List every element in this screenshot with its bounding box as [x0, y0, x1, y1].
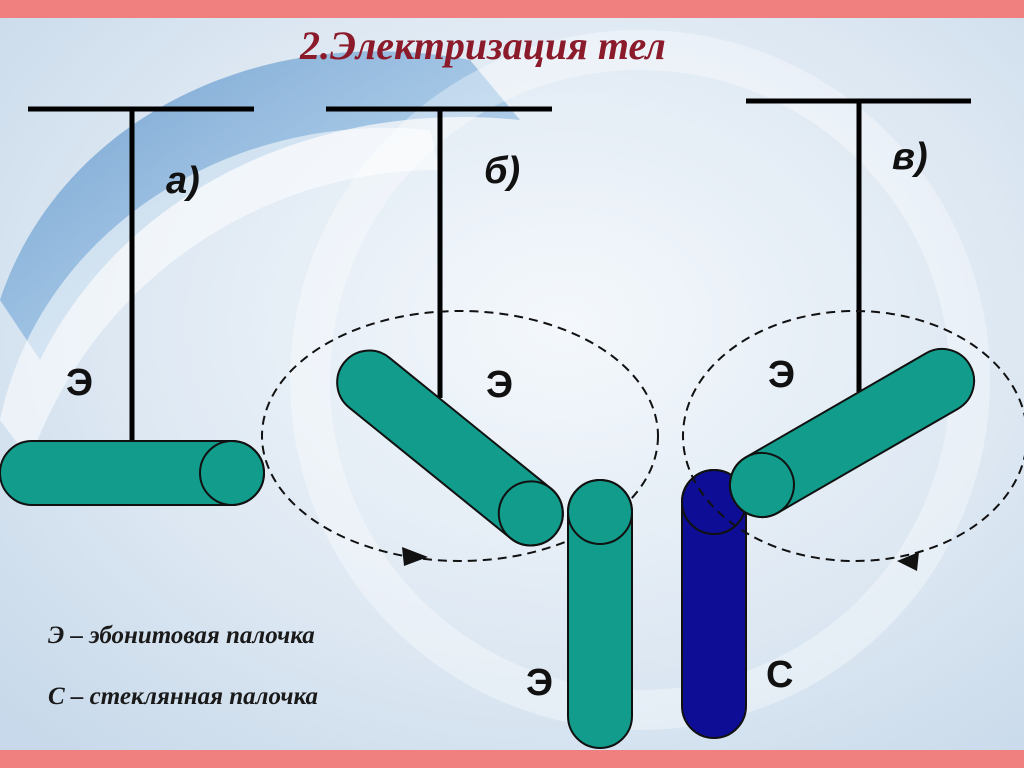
panel-a-ebonite-rod [0, 440, 265, 506]
panel-a-rod-symbol: Э [66, 362, 94, 404]
top-frame-bar [0, 0, 1024, 18]
panel-v-arrowhead [897, 552, 919, 571]
handheld-glass-rod [681, 469, 747, 739]
panel-b-label: б) [484, 150, 521, 192]
handheld-ebonite-symbol: Э [526, 662, 554, 704]
handheld-ebonite-rod [567, 479, 633, 749]
background-light-arc [0, 127, 440, 460]
panel-v-ebonite-rod [728, 348, 976, 518]
panel-b-ebonite-rod [336, 349, 564, 547]
panel-v-rod-symbol: Э [768, 354, 796, 396]
panel-b-rotation-path [261, 310, 659, 562]
legend-ebonite: Э – эбонитовая палочка [48, 622, 315, 649]
slide-title: 2.Электризация тел [300, 23, 666, 68]
panel-v-rotation-path [682, 310, 1024, 562]
legend-glass: С – стеклянная палочка [48, 683, 319, 710]
panel-b-rod-symbol: Э [486, 364, 514, 406]
handheld-glass-symbol: С [766, 654, 794, 696]
bottom-frame-bar [0, 750, 1024, 768]
panel-b-arrowhead [402, 547, 428, 566]
panel-v-label: в) [892, 136, 928, 178]
panel-a-label: а) [166, 160, 200, 202]
